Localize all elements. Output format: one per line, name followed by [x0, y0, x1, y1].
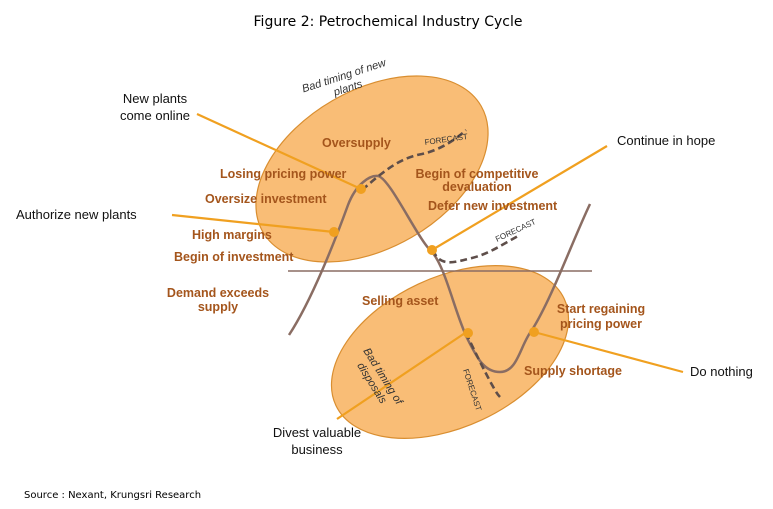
callout-line-new-plants	[196, 112, 362, 191]
callout-authorize: Authorize new plants	[16, 207, 137, 222]
stage-high-margins: High margins	[192, 228, 272, 242]
stage-shortage: Supply shortage	[524, 364, 622, 378]
forecast-bottom-line	[464, 332, 501, 398]
bottom-ellipse	[330, 265, 570, 439]
forecast-label-mid: FORECAST	[494, 217, 537, 244]
point-new-plants	[356, 184, 366, 194]
stage-losing-pricing: Losing pricing power	[220, 167, 347, 181]
stage-competitive-line2: devaluation	[442, 180, 511, 194]
figure-title: Figure 2: Petrochemical Industry Cycle	[254, 14, 523, 30]
source-note: Source : Nexant, Krungsri Research	[24, 490, 201, 501]
stage-selling: Selling asset	[362, 294, 439, 308]
callout-divest-line2: business	[291, 442, 343, 457]
callout-line-continue	[431, 145, 608, 251]
stage-oversupply: Oversupply	[322, 136, 391, 150]
point-do-nothing	[529, 327, 539, 337]
stage-defer: Defer new investment	[428, 199, 558, 213]
callout-continue: Continue in hope	[617, 133, 715, 148]
callout-new-plants-line1: New plants	[123, 91, 188, 106]
forecast-top-line	[361, 129, 467, 191]
callout-line-do-nothing	[533, 330, 684, 374]
point-continue	[427, 245, 437, 255]
callout-divest-line1: Divest valuable	[273, 425, 361, 440]
stage-regaining-line1: Start regaining	[557, 302, 645, 316]
point-authorize	[329, 227, 339, 237]
callout-new-plants-line2: come online	[120, 108, 190, 123]
stage-demand-line2: supply	[198, 300, 238, 314]
forecast-mid-line	[431, 234, 519, 264]
callout-line-authorize	[171, 213, 335, 234]
callout-line-divest	[336, 330, 469, 420]
stage-begin-investment: Begin of investment	[174, 250, 294, 264]
stage-regaining-line2: pricing power	[560, 317, 642, 331]
stage-demand-line1: Demand exceeds	[167, 286, 269, 300]
stage-oversize: Oversize investment	[205, 192, 327, 206]
stage-competitive-line1: Begin of competitive	[416, 167, 539, 181]
point-divest	[463, 328, 473, 338]
top-ellipse	[255, 75, 489, 263]
callout-do-nothing: Do nothing	[690, 364, 753, 379]
